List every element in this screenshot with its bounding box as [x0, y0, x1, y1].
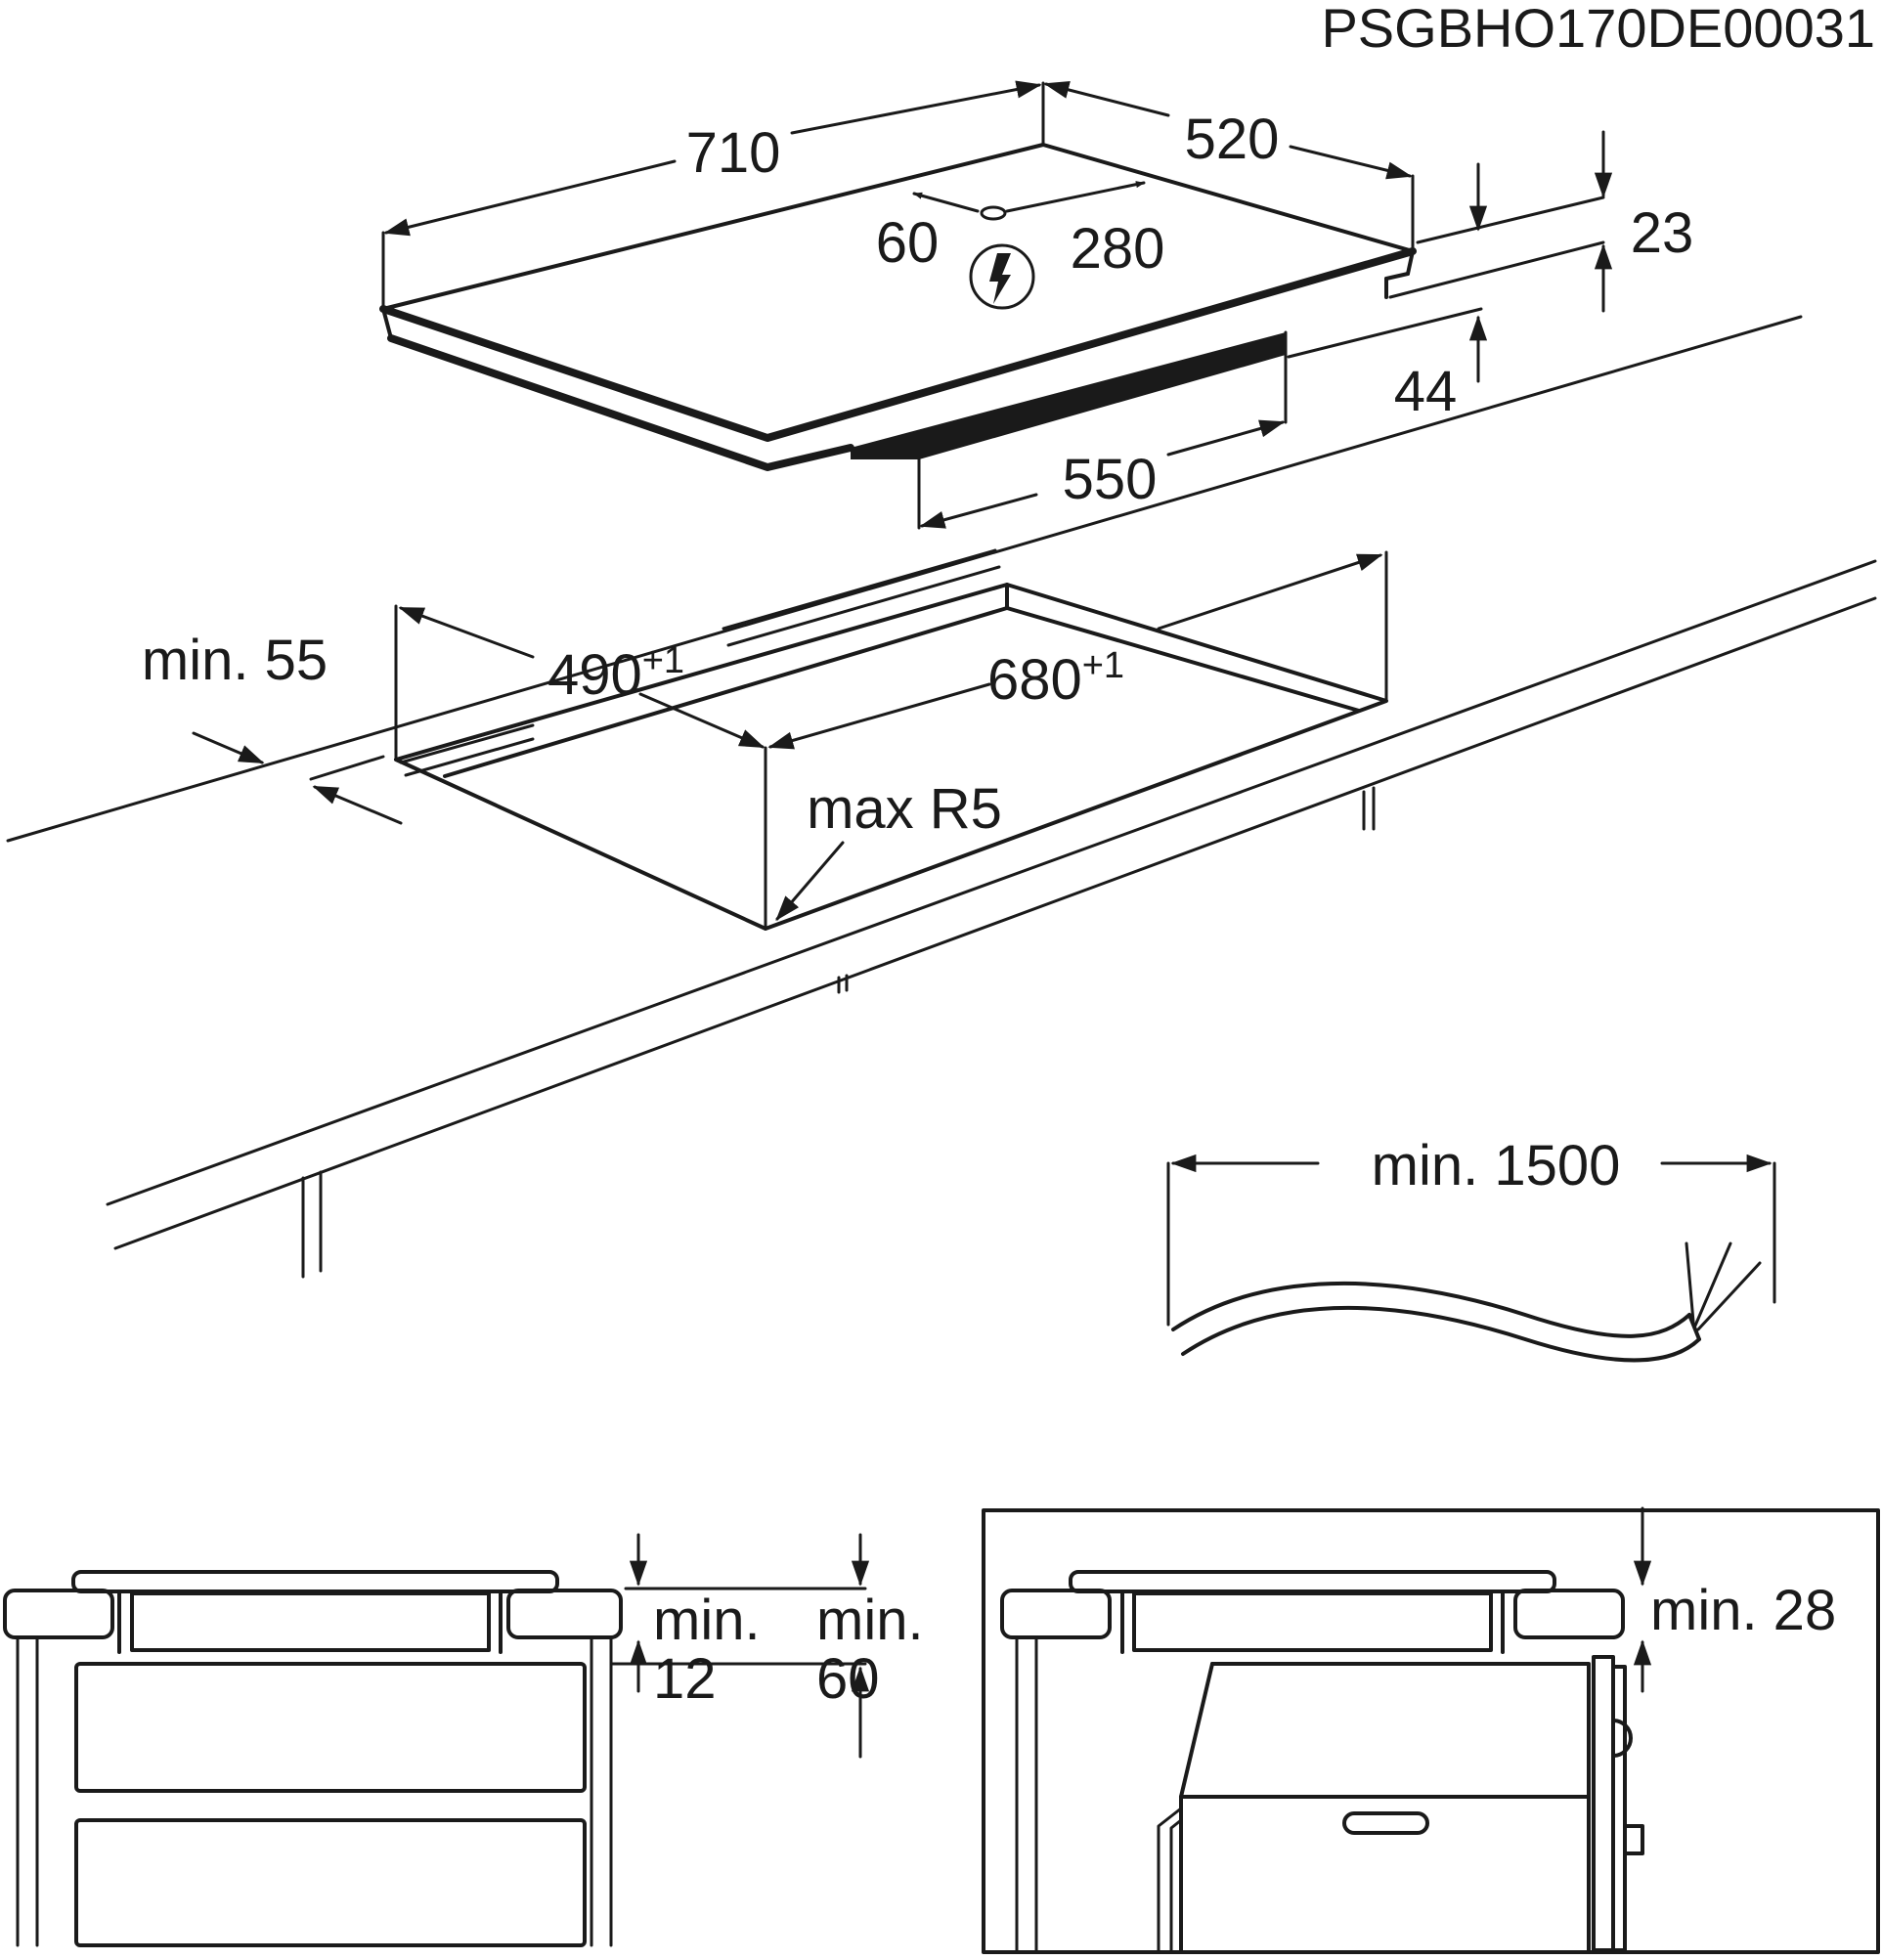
cutout-width-label: 680 — [987, 648, 1082, 712]
min28-label: min. 28 — [1650, 1579, 1836, 1642]
gap1-line1: min. — [653, 1589, 761, 1652]
body-depth-label: 550 — [1063, 448, 1158, 511]
hob-top-surface — [381, 143, 1415, 440]
cutout-depth-label: 490 — [547, 643, 642, 707]
cutout-width-tol: +1 — [1082, 645, 1124, 686]
section-right: min. 28 — [982, 1506, 1880, 1954]
conn-right-label: 280 — [1071, 217, 1165, 281]
gap1-line2: 12 — [653, 1647, 717, 1711]
section-left: min. 12 min. 60 — [3, 1533, 924, 1947]
gap2-line1: min. — [816, 1589, 924, 1652]
oven-handle — [1342, 1811, 1429, 1835]
section-right-frame — [982, 1508, 1880, 1954]
cutout-depth-tol: +1 — [642, 640, 684, 681]
hob-frame-bottom — [387, 334, 854, 471]
hob-housing — [851, 332, 1286, 459]
body-height-label: 44 — [1394, 360, 1458, 423]
connection-point — [980, 205, 1007, 221]
hob-front-edge — [379, 247, 1417, 442]
hob-drawing: 710 520 60 280 23 44 550 — [379, 80, 1694, 530]
cutout-outline — [394, 583, 1388, 931]
electric-connection-icon — [969, 243, 1035, 310]
frame-height-label: 23 — [1631, 201, 1694, 265]
hob-width-label: 710 — [686, 121, 781, 185]
oven-outline — [1210, 1662, 1591, 1952]
product-code: PSGBHO170DE00031 — [1321, 0, 1875, 59]
svg-text:680+1: 680+1 — [987, 645, 1124, 712]
conn-left-label: 60 — [876, 211, 940, 275]
corner-radius-label: max R5 — [807, 777, 1002, 841]
svg-text:490+1: 490+1 — [547, 640, 684, 707]
cable-drawing: min. 1500 — [1166, 1134, 1776, 1363]
hob-depth-label: 520 — [1185, 108, 1280, 171]
cable-wire — [1171, 1281, 1691, 1338]
edge-distance-label: min. 55 — [142, 629, 328, 692]
gap2-line2: 60 — [816, 1647, 880, 1711]
cable-length-label: min. 1500 — [1372, 1134, 1621, 1198]
worktop-drawing: 490+1 680+1 min. 55 max R5 — [6, 315, 1877, 1279]
